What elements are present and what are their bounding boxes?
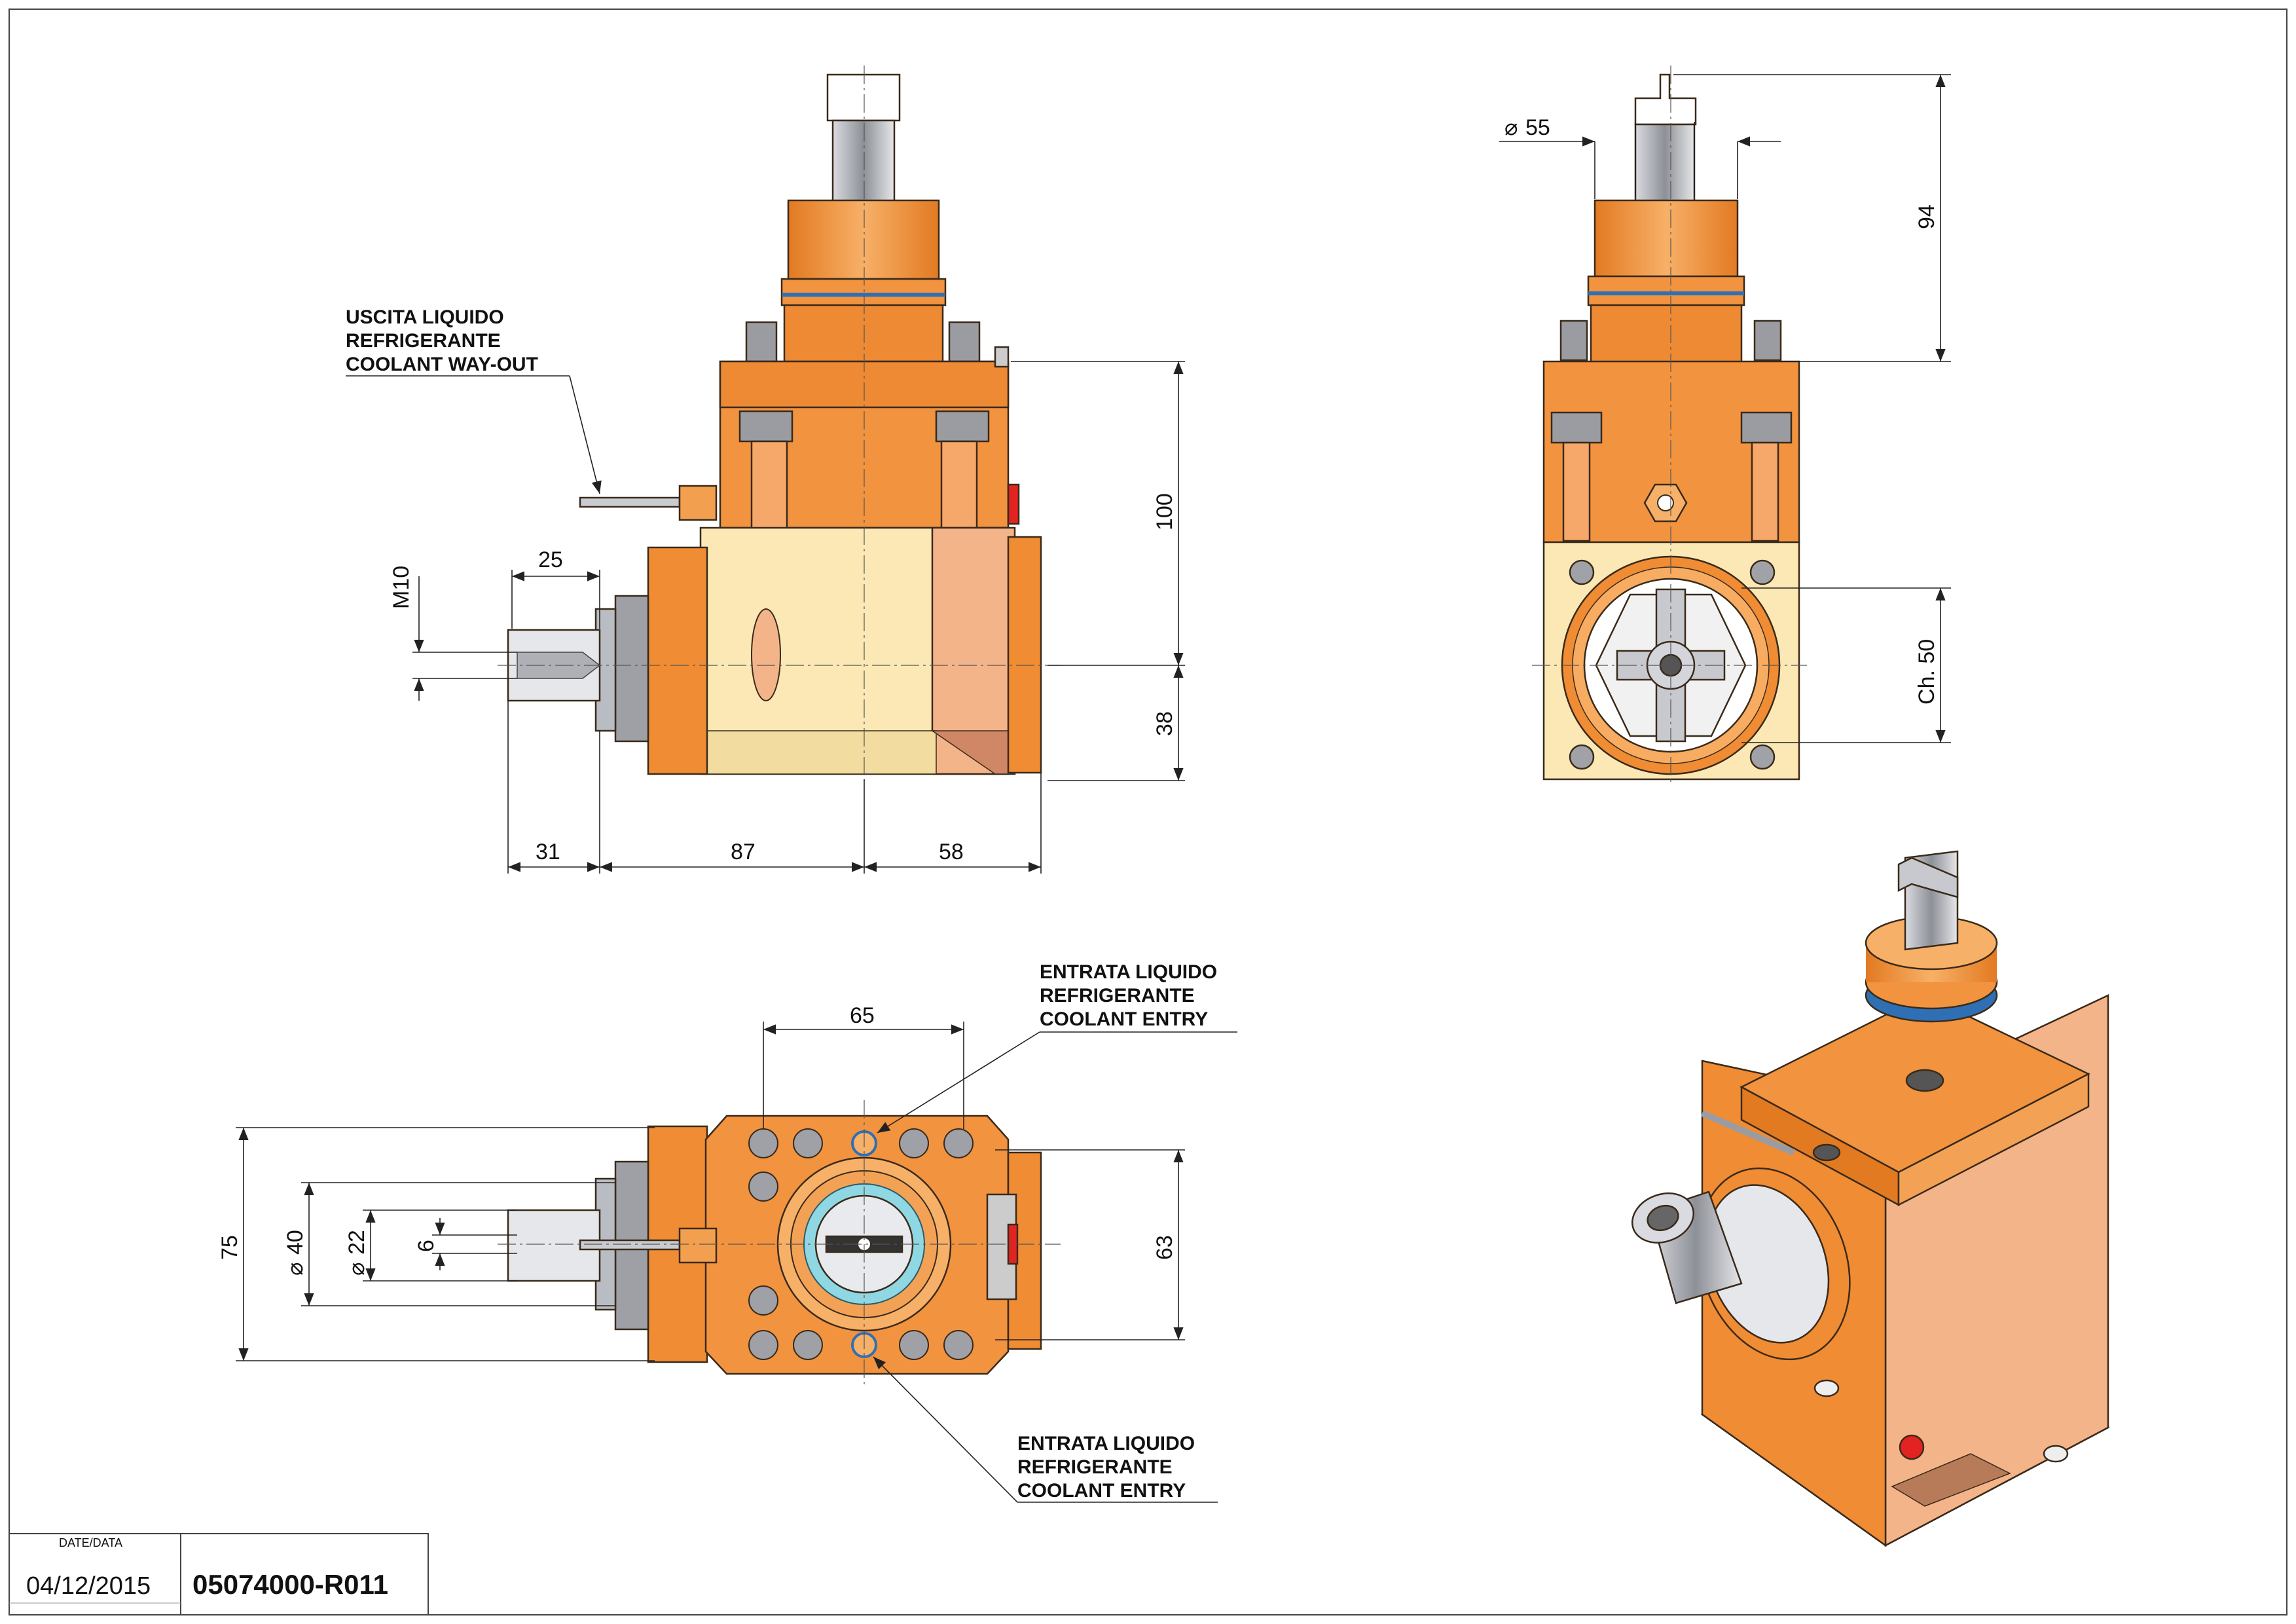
dim-front-58: 58 xyxy=(939,840,964,864)
title-block: DATE/DATA 04/12/2015 05074000-R011 xyxy=(9,1533,429,1615)
dim-front-25: 25 xyxy=(538,547,563,572)
dim-top-6: 6 xyxy=(414,1240,439,1252)
front-shaft-top xyxy=(826,73,901,122)
dim-front-31: 31 xyxy=(536,840,560,864)
dim-top-dia40: 40 xyxy=(283,1230,308,1255)
isometric-view xyxy=(1631,850,2110,1547)
title-block-date-label: DATE/DATA xyxy=(59,1536,122,1549)
side-view xyxy=(1532,65,1807,786)
front-dimensions: 25 M10 100 38 31 87 58 xyxy=(389,361,1185,874)
note-entry-top-line3: COOLANT ENTRY xyxy=(1040,1008,1208,1030)
note-entry-bottom-line1: ENTRATA LIQUIDO xyxy=(1017,1433,1195,1454)
front-top-flange xyxy=(787,199,940,280)
dim-side-dia55-symbol: ⌀ xyxy=(1504,115,1518,140)
dim-top-dia22: 22 xyxy=(344,1230,369,1255)
dim-front-m10: M10 xyxy=(389,566,414,609)
front-left-flange xyxy=(647,546,708,775)
note-coolant-entry-bottom: ENTRATA LIQUIDO REFRIGERANTE COOLANT ENT… xyxy=(873,1356,1218,1503)
front-blue-ring xyxy=(780,278,947,306)
dim-front-87: 87 xyxy=(731,840,756,864)
note-entry-bottom-line2: REFRIGERANTE xyxy=(1017,1456,1173,1478)
dim-side-ch50: Ch. 50 xyxy=(1914,639,1939,705)
dim-top-63: 63 xyxy=(1152,1235,1177,1260)
dim-side-dia55: 55 xyxy=(1525,115,1550,140)
note-coolant-out-line1: USCITA LIQUIDO xyxy=(346,306,504,328)
dim-top-75: 75 xyxy=(217,1235,242,1260)
dim-top-dia22-symbol: ⌀ xyxy=(344,1263,369,1276)
front-coolant-pipe xyxy=(579,496,681,508)
sheet-border xyxy=(9,9,2287,1615)
side-top-flange xyxy=(1594,199,1739,278)
iso-red-plug xyxy=(1899,1434,1925,1460)
side-shaft xyxy=(1634,123,1696,204)
note-entry-top-line2: REFRIGERANTE xyxy=(1040,985,1195,1006)
dim-top-dia40-symbol: ⌀ xyxy=(283,1263,308,1276)
dim-front-100: 100 xyxy=(1152,493,1177,530)
front-screw-right xyxy=(948,321,981,363)
front-view xyxy=(498,65,1061,786)
note-coolant-out: USCITA LIQUIDO REFRIGERANTE COOLANT WAY-… xyxy=(346,306,602,494)
dim-front-38: 38 xyxy=(1152,711,1177,736)
dim-top-65: 65 xyxy=(850,1003,875,1028)
note-coolant-entry-top: ENTRATA LIQUIDO REFRIGERANTE COOLANT ENT… xyxy=(877,961,1237,1134)
front-screw-left xyxy=(745,321,778,363)
title-block-drawing-code: 05074000-R011 xyxy=(192,1569,388,1600)
top-dimensions: 65 75 ⌀ 40 ⌀ 22 6 63 xyxy=(217,1003,1185,1361)
front-shaft xyxy=(831,119,896,204)
note-coolant-out-line2: REFRIGERANTE xyxy=(346,330,501,352)
title-block-date: 04/12/2015 xyxy=(26,1572,151,1600)
top-view xyxy=(498,1100,1061,1388)
dim-side-94: 94 xyxy=(1914,204,1939,229)
note-entry-top-line1: ENTRATA LIQUIDO xyxy=(1040,961,1217,983)
note-entry-bottom-line3: COOLANT ENTRY xyxy=(1017,1480,1186,1502)
top-bolt-grid xyxy=(748,1128,974,1360)
side-dimensions: ⌀ 55 94 Ch. 50 xyxy=(1499,74,1951,743)
note-coolant-out-line3: COOLANT WAY-OUT xyxy=(346,354,538,375)
